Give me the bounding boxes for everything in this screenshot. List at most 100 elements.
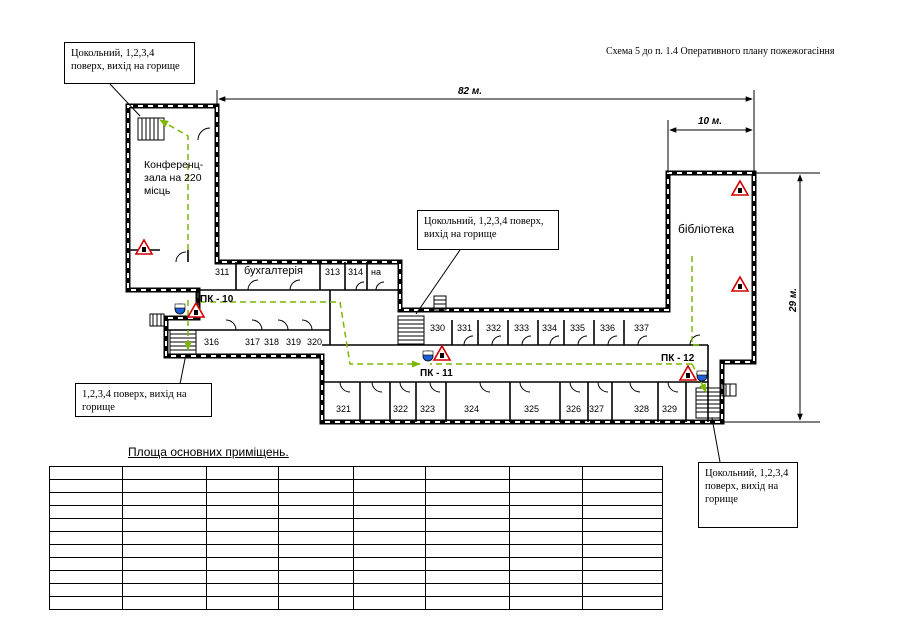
area-table-cell xyxy=(509,479,583,493)
area-table-cell xyxy=(122,518,207,532)
hydrant-label-pk12: ПК - 12 xyxy=(661,353,695,364)
area-table-cell xyxy=(425,544,510,558)
area-table-cell xyxy=(425,570,510,584)
area-table-cell xyxy=(49,492,123,506)
area-table-cell xyxy=(509,557,583,571)
area-table-row xyxy=(49,492,663,506)
area-table-cell xyxy=(122,479,207,493)
area-table-cell xyxy=(509,583,583,597)
area-table-cell xyxy=(353,531,426,545)
room-number: 322 xyxy=(393,404,408,414)
library-label: бібліотека xyxy=(678,222,735,236)
area-table-cell xyxy=(582,544,663,558)
area-table-cell xyxy=(206,557,279,571)
area-table-cell xyxy=(278,583,354,597)
dimension-length-label: 82 м. xyxy=(458,86,482,97)
area-table-row xyxy=(49,570,663,584)
area-table-cell xyxy=(206,570,279,584)
area-table-cell xyxy=(353,596,426,610)
area-table-cell xyxy=(278,518,354,532)
area-table-cell xyxy=(278,479,354,493)
area-table-cell xyxy=(122,544,207,558)
area-table-cell xyxy=(206,518,279,532)
area-table-row xyxy=(49,596,663,610)
area-table-cell xyxy=(122,492,207,506)
callout-top-left: Цокольний, 1,2,3,4 поверх, вихід на гори… xyxy=(64,42,195,84)
area-table-cell xyxy=(425,518,510,532)
room-number: 336 xyxy=(600,323,615,333)
area-table-cell xyxy=(509,596,583,610)
area-table-cell xyxy=(353,479,426,493)
hazard-sign-icon xyxy=(134,238,154,255)
area-table-cell xyxy=(509,466,583,480)
fire-ladder-right-icon xyxy=(721,383,737,397)
area-table-cell xyxy=(206,583,279,597)
hydrant-label-pk10: ПК - 10 xyxy=(200,294,234,305)
area-table-cell xyxy=(425,596,510,610)
area-table-cell xyxy=(206,492,279,506)
hydrant-label-pk11: ПК - 11 xyxy=(420,368,453,379)
conference-hall-label-2: зала на 220 xyxy=(144,172,202,184)
room-number: 330 xyxy=(430,323,445,333)
area-table-cell xyxy=(582,466,663,480)
area-table-cell xyxy=(278,596,354,610)
area-table-cell xyxy=(278,570,354,584)
area-table-cell xyxy=(122,596,207,610)
area-table-cell xyxy=(122,531,207,545)
area-table-cell xyxy=(582,596,663,610)
scheme-title: Схема 5 до п. 1.4 Оперативного плану пож… xyxy=(606,46,835,57)
area-table-cell xyxy=(49,583,123,597)
area-table-cell xyxy=(509,492,583,506)
area-table-cell xyxy=(353,466,426,480)
area-table-row xyxy=(49,479,663,493)
area-table-cell xyxy=(509,570,583,584)
area-table-cell xyxy=(206,505,279,519)
area-table-cell xyxy=(49,570,123,584)
room-number: 321 xyxy=(336,404,351,414)
area-table-cell xyxy=(582,583,663,597)
room-number: 333 xyxy=(514,323,529,333)
area-table-cell xyxy=(425,557,510,571)
callout-bottom-left: 1,2,3,4 поверх, вихід на горище xyxy=(75,383,212,417)
area-table-cell xyxy=(425,583,510,597)
callout-center: Цокольний, 1,2,3,4 поверх, вихід на гори… xyxy=(417,210,559,250)
area-table-cell xyxy=(206,466,279,480)
room-number: 318 xyxy=(264,337,279,347)
room-number: 313 xyxy=(325,267,340,277)
room-number: 328 xyxy=(634,404,649,414)
area-table-cell xyxy=(49,557,123,571)
fire-ladder-left-icon xyxy=(149,313,165,327)
area-table-cell xyxy=(353,557,426,571)
area-table-cell xyxy=(582,505,663,519)
area-table-cell xyxy=(582,518,663,532)
room-number: на xyxy=(371,267,381,277)
area-table-row xyxy=(49,557,663,571)
fire-hydrant-icon xyxy=(696,370,708,382)
hazard-sign-icon xyxy=(432,344,452,361)
area-table-row xyxy=(49,544,663,558)
area-table-cell xyxy=(425,466,510,480)
area-table-cell xyxy=(49,505,123,519)
area-table-cell xyxy=(353,570,426,584)
area-table-cell xyxy=(509,531,583,545)
room-number: 311 xyxy=(215,267,229,277)
area-table-cell xyxy=(49,596,123,610)
fire-hydrant-icon xyxy=(422,350,434,362)
hazard-sign-icon xyxy=(186,301,206,318)
area-table-cell xyxy=(122,505,207,519)
area-table-cell xyxy=(206,531,279,545)
area-table-cell xyxy=(582,570,663,584)
conference-hall-label-1: Конференц- xyxy=(144,159,204,171)
area-table-row xyxy=(49,466,663,480)
door-swings xyxy=(175,127,701,393)
room-number: 320 xyxy=(307,337,322,347)
area-table-cell xyxy=(582,479,663,493)
area-table-cell xyxy=(509,544,583,558)
area-table-cell xyxy=(49,531,123,545)
area-table-cell xyxy=(425,505,510,519)
area-table-cell xyxy=(49,518,123,532)
room-number: 326 xyxy=(566,404,581,414)
room-number: 314 xyxy=(348,267,363,277)
area-table-cell xyxy=(122,466,207,480)
